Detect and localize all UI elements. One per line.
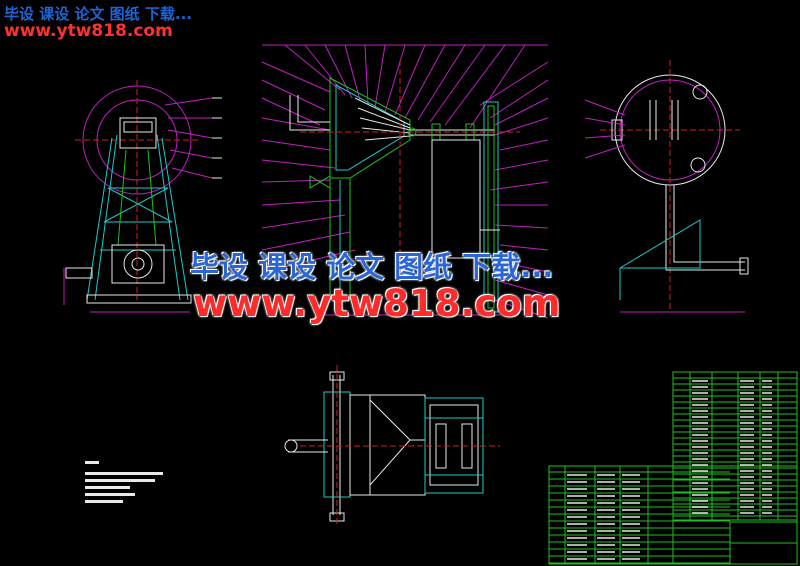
centre-section-view	[261, 44, 549, 319]
plan-view	[284, 365, 500, 525]
bom-text-marks	[567, 380, 772, 560]
watermark-center-line1: 毕设 课设 论文 图纸 下载...	[190, 250, 554, 284]
watermark-center-line2: www.ytw818.com	[193, 282, 561, 325]
watermark-top-line2: www.ytw818.com	[4, 21, 173, 41]
technical-notes-block	[85, 461, 163, 503]
right-end-view	[584, 60, 749, 313]
left-side-view	[63, 80, 222, 313]
watermark-top-line1: 毕设 课设 论文 图纸 下载...	[4, 5, 192, 23]
top-leaders	[284, 44, 526, 129]
bill-of-materials-table	[548, 371, 798, 565]
